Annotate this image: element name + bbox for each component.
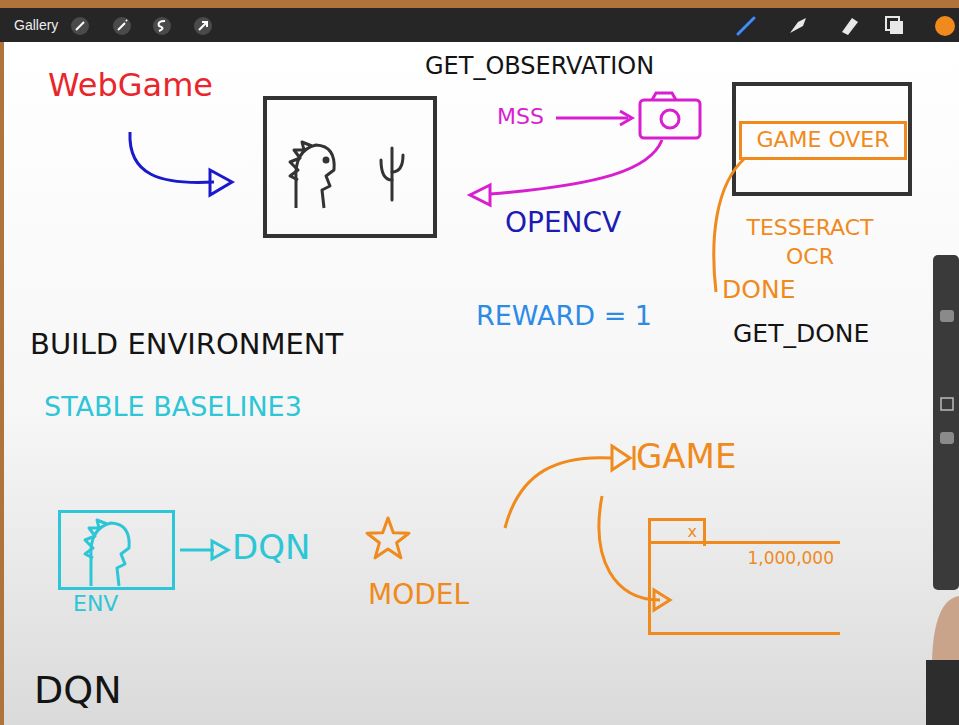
game-arrow: [505, 458, 612, 528]
capture-arrow: [490, 140, 662, 194]
select-glyph: [159, 21, 165, 31]
camera-top: [652, 93, 676, 100]
camera-lens: [661, 110, 679, 128]
mss-arrow: [556, 117, 628, 120]
env-arrow: [180, 549, 214, 552]
box-text: GAME OVER: [756, 127, 889, 153]
dino-drawing: [290, 142, 334, 208]
ocr-leader: [714, 158, 745, 292]
source-label: WebGame: [48, 66, 213, 104]
cactus-drawing: [381, 148, 403, 200]
section-heading: DQN: [34, 668, 122, 714]
env-box: ENV: [58, 510, 175, 590]
slider-button: [941, 398, 953, 410]
model-label: MODEL: [368, 578, 469, 612]
state-label: DONE: [722, 275, 795, 305]
arrow-head: [654, 590, 670, 610]
arrow-head: [470, 185, 490, 205]
color-swatch-icon: [935, 16, 955, 36]
dino-spikes: [85, 520, 107, 558]
arrow-head: [210, 170, 232, 195]
box-text: x: [688, 522, 697, 541]
reward-label: REWARD = 1: [476, 300, 652, 332]
presenter-head: [932, 596, 959, 660]
tool-label: OPENCV: [505, 206, 621, 240]
game-over-screen: [734, 84, 910, 194]
move-glyph: [199, 22, 207, 30]
wrench-glyph: [76, 22, 84, 30]
wand-glyph: [118, 20, 127, 30]
box-text: 1,000,000: [747, 548, 834, 568]
cactus-trunk: [391, 148, 394, 200]
toolbar-icons: [71, 16, 955, 36]
library-label: STABLE BASELINE3: [44, 391, 302, 423]
wrench-icon: [71, 17, 89, 35]
camera-body: [640, 100, 700, 138]
env-dino-drawing: [85, 520, 129, 586]
cactus-arm: [392, 155, 403, 172]
brush-icon: [738, 18, 754, 34]
game-over-box: GAME OVER: [739, 121, 907, 160]
arrow-head: [212, 541, 228, 559]
toolbar: [0, 8, 959, 42]
slider-knob: [940, 432, 954, 444]
model-star: [367, 518, 409, 558]
box-text: ENV: [73, 591, 118, 617]
toolbar-button-label: Gallery: [14, 17, 58, 34]
dino-body: [296, 145, 334, 208]
arrow-head: [612, 446, 634, 470]
select-icon: [153, 17, 171, 35]
dino-body: [91, 523, 129, 586]
layers-icon-back: [890, 21, 903, 34]
webgame-arrow: [130, 132, 214, 182]
presenter-shirt: [926, 660, 959, 725]
side-slider-panel: [933, 255, 959, 590]
camera-icon: [640, 93, 700, 138]
cactus-arm: [381, 160, 392, 180]
target-label: GAME: [636, 436, 736, 477]
slider-knob: [940, 310, 954, 322]
game-screen: [265, 98, 435, 236]
arrow-head: [620, 111, 632, 125]
step-heading: BUILD ENVIRONMENT: [30, 327, 343, 362]
game-window: 1,000,000: [648, 541, 840, 635]
smudge-icon: [790, 18, 806, 33]
canvas-ground: [4, 42, 959, 725]
wand-icon: [113, 17, 131, 35]
dino-eye: [324, 158, 328, 162]
algorithm-label: DQN: [232, 527, 310, 568]
step-heading: GET_DONE: [733, 319, 869, 349]
step-heading: GET_OBSERVATION: [425, 52, 654, 81]
tool-label: MSS: [497, 104, 544, 130]
move-icon: [194, 17, 212, 35]
eraser-icon: [842, 18, 858, 35]
tool-label: TESSERACT OCR: [724, 214, 896, 271]
dino-spikes: [290, 142, 312, 180]
